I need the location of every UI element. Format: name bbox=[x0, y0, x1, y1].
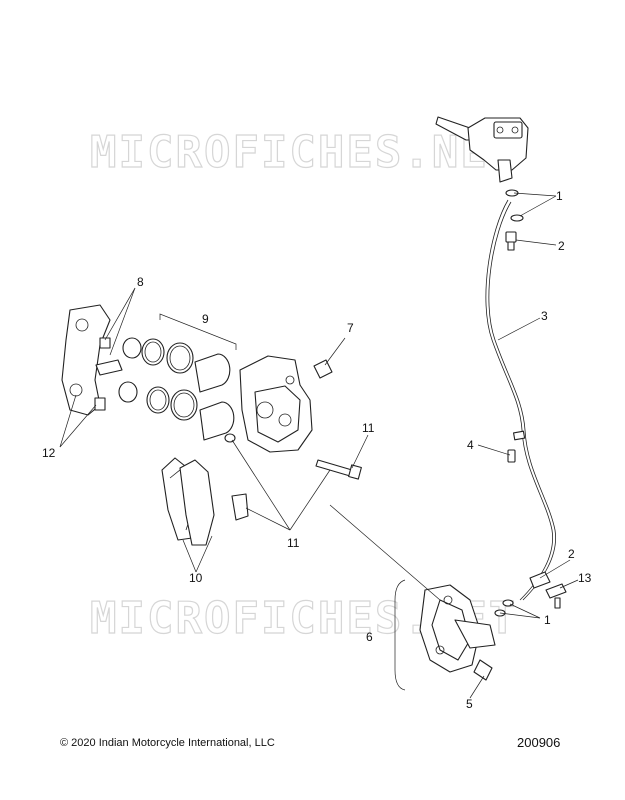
o-ring-lower-2 bbox=[502, 599, 514, 607]
diagram-number: 200906 bbox=[517, 735, 561, 750]
caliper-o-ring bbox=[224, 433, 236, 443]
callout-1-lower: 1 bbox=[544, 613, 551, 627]
clip-bolt bbox=[507, 449, 516, 463]
seal-kit bbox=[118, 337, 235, 441]
callout-11-lower: 11 bbox=[287, 536, 300, 550]
callout-13: 13 bbox=[578, 571, 592, 585]
watermark-top: MICROFICHES.NET bbox=[90, 127, 517, 178]
o-ring-upper-2 bbox=[510, 214, 524, 222]
pad-clip bbox=[95, 359, 123, 376]
copyright-text: © 2020 Indian Motorcycle International, … bbox=[60, 737, 275, 749]
anti-rattle-spring bbox=[231, 493, 249, 521]
callout-1-upper: 1 bbox=[556, 189, 563, 203]
banjo-bolt-upper bbox=[505, 231, 517, 251]
callout-2-lower: 2 bbox=[568, 547, 575, 561]
leader-lines bbox=[59, 192, 579, 699]
brake-line bbox=[485, 199, 557, 601]
brake-pads bbox=[161, 457, 215, 546]
bleeder-valve bbox=[545, 583, 567, 609]
callout-9: 9 bbox=[202, 312, 209, 326]
master-cylinder bbox=[435, 116, 529, 183]
bracket-6 bbox=[394, 579, 406, 691]
caliper-assembly-lower bbox=[419, 584, 496, 673]
caliper-bleeder bbox=[313, 359, 333, 379]
callout-11-upper: 11 bbox=[362, 421, 375, 435]
callout-12: 12 bbox=[42, 446, 56, 460]
callout-6: 6 bbox=[366, 630, 373, 644]
guide-pin bbox=[315, 459, 362, 480]
callout-10: 10 bbox=[189, 571, 203, 585]
callout-5: 5 bbox=[466, 697, 473, 711]
callout-4: 4 bbox=[467, 438, 474, 452]
caliper-mount-bolt bbox=[473, 659, 493, 681]
caliper-body bbox=[239, 355, 313, 453]
callout-7: 7 bbox=[347, 321, 354, 335]
callout-8: 8 bbox=[137, 275, 144, 289]
bracket-9 bbox=[159, 313, 237, 350]
caliper-bracket bbox=[61, 304, 111, 416]
callout-3: 3 bbox=[541, 309, 548, 323]
callout-2-upper: 2 bbox=[558, 239, 565, 253]
banjo-bolt-lower bbox=[529, 571, 551, 589]
